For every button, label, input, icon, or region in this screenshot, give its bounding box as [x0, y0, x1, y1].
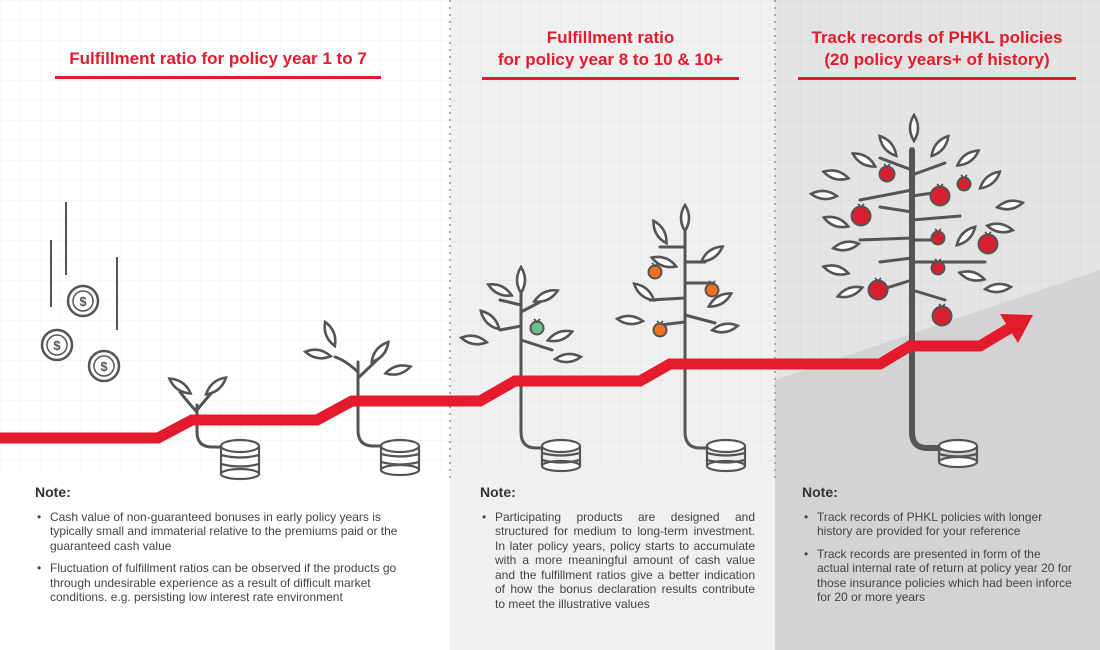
- coin-stack-icon: [379, 438, 421, 477]
- fruit-red: [867, 277, 889, 301]
- note-list: Track records of PHKL policies with long…: [802, 510, 1072, 605]
- fruit-tree-trunk: [909, 147, 943, 451]
- growing-tree-branch: [683, 313, 717, 325]
- column-3-title: Track records of PHKL policies (20 polic…: [798, 27, 1076, 80]
- note-bullet: Cash value of non-guaranteed bonuses in …: [37, 510, 420, 554]
- column-2-title-line: Fulfillment ratio: [546, 28, 675, 47]
- coin-stack-icon: [219, 438, 261, 481]
- note-heading: Note:: [35, 484, 71, 500]
- fruit-red: [977, 231, 999, 255]
- column-2-note: Note: Participating products are designe…: [480, 485, 755, 619]
- column-2-title: Fulfillment ratio for policy year 8 to 1…: [482, 27, 739, 80]
- svg-text:$: $: [53, 338, 61, 353]
- coin-icon: $: [87, 349, 121, 383]
- fruit-red: [878, 163, 896, 183]
- fruit-tree-branch: [878, 156, 914, 172]
- fruit-tree-branch: [878, 256, 914, 264]
- seedling-stem: [356, 360, 385, 448]
- column-3-title-line: (20 policy years+ of history): [824, 50, 1050, 69]
- young-tree-branch: [498, 324, 523, 332]
- fruit-tree-branch: [910, 214, 962, 222]
- note-bullet: Participating products are designed and …: [482, 510, 755, 612]
- column-1-title: Fulfillment ratio for policy year 1 to 7: [55, 48, 381, 79]
- fruit-orange: [647, 262, 663, 280]
- fruit-orange: [704, 280, 720, 298]
- coin-icon: $: [40, 328, 74, 362]
- growth-arrow-line: [0, 320, 1018, 444]
- fruit-red: [930, 228, 946, 246]
- column-3-note: Note: Track records of PHKL policies wit…: [802, 485, 1072, 613]
- sprout-stem: [195, 403, 224, 449]
- fruit-tree-branch: [910, 288, 947, 302]
- fruit-tree-branch: [878, 205, 914, 214]
- svg-text:$: $: [79, 294, 87, 309]
- sprout-branch: [178, 390, 199, 414]
- growing-tree-branch: [648, 296, 687, 302]
- falling-coins: [50, 202, 118, 330]
- column-1-title-line: Fulfillment ratio for policy year 1 to 7: [69, 49, 367, 68]
- coin-icon: $: [66, 284, 100, 318]
- note-list: Cash value of non-guaranteed bonuses in …: [35, 510, 420, 605]
- note-bullet: Track records of PHKL policies with long…: [804, 510, 1072, 539]
- seedling-branch: [333, 355, 360, 374]
- column-1-title-underline: [55, 76, 381, 79]
- note-bullet: Track records are presented in form of t…: [804, 547, 1072, 605]
- column-3-title-line: Track records of PHKL policies: [811, 28, 1063, 47]
- coin-stack-icon: [540, 438, 582, 473]
- svg-text:$: $: [100, 359, 108, 374]
- column-3-title-underline: [798, 77, 1076, 80]
- fruit-orange: [652, 320, 668, 338]
- young-tree-branch: [519, 338, 554, 352]
- fruit-red: [850, 203, 872, 227]
- fruit-tree-branch: [858, 188, 914, 202]
- column-1-note: Note: Cash value of non-guaranteed bonus…: [35, 485, 420, 613]
- column-2-title-line: for policy year 8 to 10 & 10+: [497, 50, 724, 69]
- coin-stack-icon: [937, 438, 979, 469]
- coin-stack-icon: [705, 438, 747, 473]
- young-tree-branch: [498, 298, 523, 307]
- column-2-title-underline: [482, 77, 739, 80]
- fruit-tree-branch: [910, 161, 947, 177]
- note-list: Participating products are designed and …: [480, 510, 755, 612]
- young-tree-trunk: [519, 284, 545, 450]
- fruit-red: [930, 258, 946, 276]
- fruit-red: [956, 174, 972, 192]
- fruit-red: [929, 183, 951, 207]
- fruit-red: [931, 303, 953, 327]
- fruit-tree-branch: [858, 236, 914, 242]
- fruit-green: [529, 318, 545, 336]
- note-heading: Note:: [802, 484, 838, 500]
- growing-tree-trunk: [683, 230, 709, 450]
- note-bullet: Fluctuation of fulfillment ratios can be…: [37, 561, 420, 605]
- growth-arrow-head-icon: [1000, 314, 1033, 343]
- young-tree-branch: [519, 300, 542, 314]
- note-heading: Note:: [480, 484, 516, 500]
